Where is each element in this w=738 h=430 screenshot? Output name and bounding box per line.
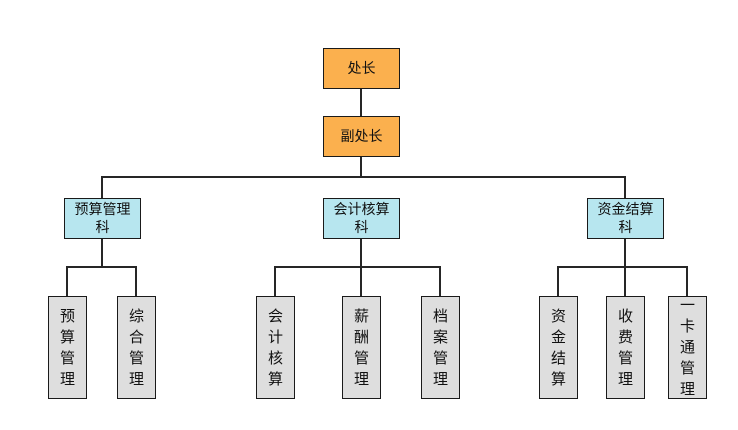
node-unit-accounting: 会计核算 bbox=[256, 296, 295, 399]
connector-unit-3-1 bbox=[557, 266, 559, 296]
node-deputy-director: 副处长 bbox=[323, 116, 400, 157]
connector-dept1-bus bbox=[66, 266, 137, 268]
node-department-accounting-label: 会计核算科 bbox=[333, 201, 390, 236]
node-unit-payroll: 薪酬管理 bbox=[342, 296, 381, 399]
connector-unit-2-3 bbox=[439, 266, 441, 296]
node-department-budget: 预算管理科 bbox=[64, 198, 141, 239]
node-department-settlement: 资金结算科 bbox=[587, 198, 664, 239]
node-deputy-director-label: 副处长 bbox=[340, 128, 383, 145]
node-department-accounting: 会计核算科 bbox=[323, 198, 400, 239]
connector-unit-1-1 bbox=[66, 266, 68, 296]
connector-unit-3-3 bbox=[686, 266, 688, 296]
node-unit-fund-settlement: 资金结算 bbox=[539, 296, 578, 399]
connector-department-bus bbox=[101, 176, 626, 178]
connector-dept3-bus bbox=[557, 266, 688, 268]
connector-unit-1-2 bbox=[135, 266, 137, 296]
connector-unit-2-1 bbox=[274, 266, 276, 296]
node-unit-label: 收费管理 bbox=[617, 306, 633, 388]
node-unit-label: 综合管理 bbox=[128, 306, 144, 388]
connector-root-deputy bbox=[360, 88, 362, 116]
node-department-budget-label: 预算管理科 bbox=[74, 201, 131, 236]
connector-dept2-bus bbox=[274, 266, 441, 268]
node-unit-label: 档案管理 bbox=[432, 306, 448, 388]
node-department-settlement-label: 资金结算科 bbox=[597, 201, 654, 236]
node-director: 处长 bbox=[323, 48, 400, 89]
node-unit-label: 预算管理 bbox=[59, 306, 75, 388]
node-unit-general-management: 综合管理 bbox=[117, 296, 156, 399]
connector-dept-1 bbox=[101, 176, 103, 198]
node-unit-archives: 档案管理 bbox=[421, 296, 460, 399]
node-unit-label: 会计核算 bbox=[267, 306, 283, 388]
connector-deputy-bus bbox=[360, 156, 362, 178]
node-director-label: 处长 bbox=[347, 60, 376, 77]
node-unit-label: 一卡通管理 bbox=[679, 296, 695, 398]
connector-dept-3 bbox=[624, 176, 626, 198]
node-unit-fee-management: 收费管理 bbox=[606, 296, 645, 399]
node-unit-label: 资金结算 bbox=[550, 306, 566, 388]
node-unit-card-management: 一卡通管理 bbox=[668, 296, 707, 399]
node-unit-label: 薪酬管理 bbox=[353, 306, 369, 388]
connector-dept1-down bbox=[101, 238, 103, 268]
node-unit-budget-management: 预算管理 bbox=[48, 296, 87, 399]
